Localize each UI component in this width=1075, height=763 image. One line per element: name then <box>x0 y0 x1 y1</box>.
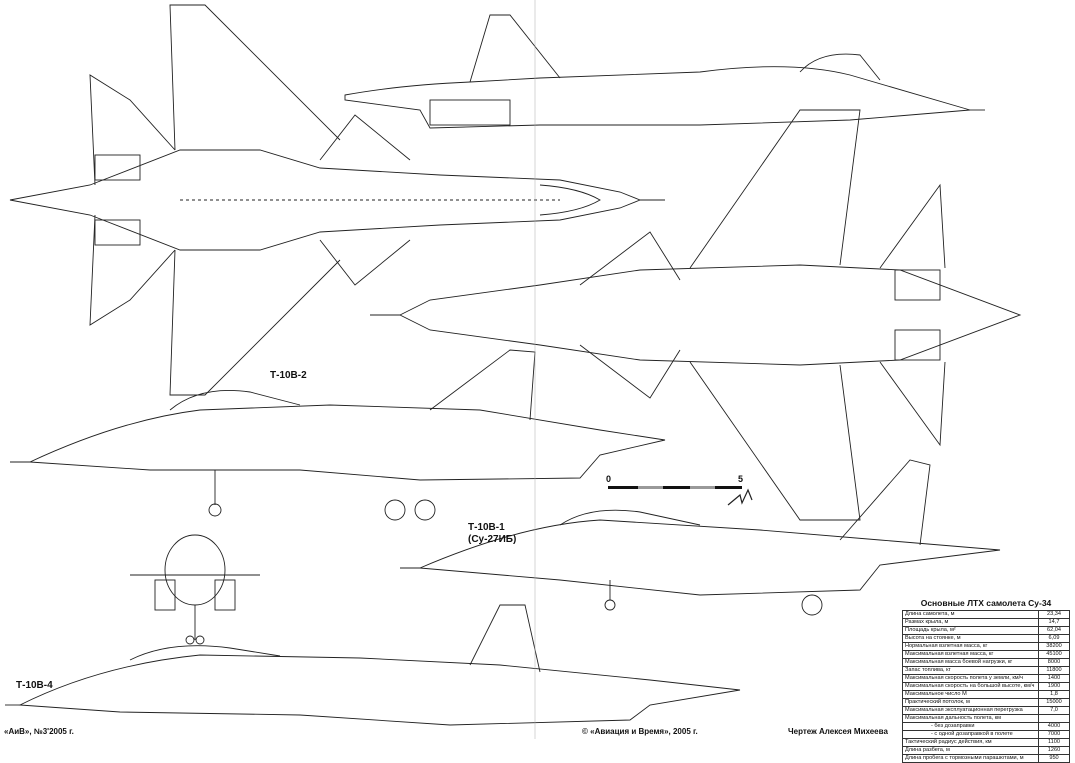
spec-label: Максимальная дальность полета, км <box>902 714 1039 723</box>
plan-view-top <box>9 4 665 396</box>
spec-value: 23,34 <box>1038 610 1070 619</box>
spec-row: Максимальная дальность полета, км <box>902 714 1070 723</box>
spec-value: 7,0 <box>1038 706 1070 715</box>
aircraft-drawing <box>5 0 1022 739</box>
spec-value: 1400 <box>1038 674 1070 683</box>
spec-label: Размах крыла, м <box>902 618 1039 627</box>
scale-start: 0 <box>606 474 612 484</box>
spec-label: Максимальная масса боевой нагрузки, кг <box>902 658 1039 667</box>
side-view-top-right <box>344 14 985 129</box>
author-signature <box>727 488 753 506</box>
spec-value: 8000 <box>1038 658 1070 667</box>
spec-value: 1100 <box>1038 738 1070 747</box>
spec-value: 38200 <box>1038 642 1070 651</box>
plan-view-bottom <box>370 109 1022 521</box>
side-view-t10v4 <box>5 604 741 726</box>
footer-copyright: © «Авиация и Время», 2005 г. <box>582 727 698 736</box>
spec-label: Максимальная скорость полета у земли, км… <box>902 674 1039 683</box>
spec-label: Максимальная эксплуатационная перегрузка <box>902 706 1039 715</box>
spec-value: 15000 <box>1038 698 1070 707</box>
spec-row: Максимальная скорость на большой высоте,… <box>902 682 1070 691</box>
spec-row: Длина пробега с тормозными парашютами, м… <box>902 754 1070 763</box>
spec-row: Максимальная эксплуатационная перегрузка… <box>902 706 1070 715</box>
spec-value: 950 <box>1038 754 1070 763</box>
spec-label: Высота на стоянке, м <box>902 634 1039 643</box>
footer-author: Чертеж Алексея Михеева <box>788 727 888 736</box>
spec-label: Длина самолета, м <box>902 610 1039 619</box>
spec-value: 62,04 <box>1038 626 1070 635</box>
spec-label: Максимальная скорость на большой высоте,… <box>902 682 1039 691</box>
label-t10v2: Т-10В-2 <box>270 370 307 381</box>
spec-label: Тактический радиус действия, км <box>902 738 1039 747</box>
specs-title: Основные ЛТХ самолета Су-34 <box>920 598 1052 608</box>
label-t10v1-sub: (Су-27ИБ) <box>468 534 517 545</box>
spec-label: Максимальная взлетная масса, кг <box>902 650 1039 659</box>
spec-label: Нормальная взлетная масса, кг <box>902 642 1039 651</box>
footer-journal: «АиВ», №3'2005 г. <box>4 727 74 736</box>
front-view <box>130 534 260 645</box>
spec-value: 45100 <box>1038 650 1070 659</box>
scale-end: 5 <box>738 474 744 484</box>
spec-row: Максимальная скорость полета у земли, км… <box>902 674 1070 683</box>
spec-label: Длина пробега с тормозными парашютами, м <box>902 754 1039 763</box>
spec-value: 1,8 <box>1038 690 1070 699</box>
side-view-t10v1 <box>10 349 666 521</box>
spec-label: Длина разбега, м <box>902 746 1039 755</box>
spec-value: 4000 <box>1038 722 1070 731</box>
spec-value: 14,7 <box>1038 618 1070 627</box>
side-view-right <box>400 459 1001 616</box>
spec-value: 7000 <box>1038 730 1070 739</box>
spec-label: - без дозаправки <box>902 722 1039 731</box>
spec-value: 1900 <box>1038 682 1070 691</box>
spec-label: Площадь крыла, м² <box>902 626 1039 635</box>
specs-table: Основные ЛТХ самолета Су-34 Длина самоле… <box>902 598 1070 763</box>
spec-label: Максимальное число М <box>902 690 1039 699</box>
label-t10v4: Т-10В-4 <box>16 680 53 691</box>
spec-value: 1260 <box>1038 746 1070 755</box>
label-t10v1: Т-10В-1 <box>468 522 505 533</box>
spec-label: Практический потолок, м <box>902 698 1039 707</box>
spec-label: - с одной дозаправкой в полете <box>902 730 1039 739</box>
spec-value: 11800 <box>1038 666 1070 675</box>
scale-bar <box>608 486 742 489</box>
spec-value <box>1038 714 1070 723</box>
spec-label: Запас топлива, кг <box>902 666 1039 675</box>
spec-value: 6,09 <box>1038 634 1070 643</box>
